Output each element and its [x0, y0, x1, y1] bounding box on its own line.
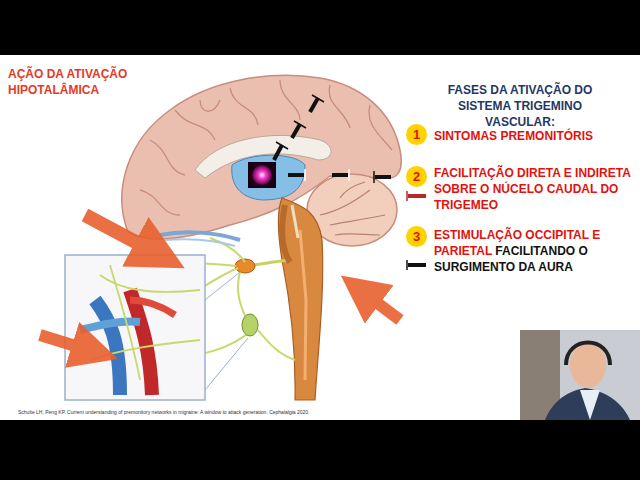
- inhibition-arrows: [292, 124, 300, 138]
- inset-box: [95, 300, 120, 395]
- inhibition-arrows: [310, 98, 318, 112]
- cerebellum: [320, 182, 385, 235]
- blood-vessel: [160, 232, 240, 246]
- inhibition-arrows: [274, 145, 282, 160]
- hypothalamus-glow: [248, 162, 276, 188]
- hypothalamus-glow: [252, 165, 272, 185]
- webcam-view: [545, 388, 630, 420]
- callout-number: 1: [413, 128, 420, 141]
- red-arrow-icon: [408, 194, 426, 198]
- callout-number: 2: [413, 170, 420, 183]
- hypothalamus-glow: [248, 162, 276, 188]
- big-arrows: [40, 335, 95, 352]
- brainstem: [300, 230, 306, 380]
- red-arrow-icon: [407, 191, 426, 201]
- inset-box: [80, 322, 140, 330]
- slide-title: FASES DA ATIVAÇÃO DO SISTEMA TRIGEMINO V…: [422, 82, 618, 130]
- trigeminal-nerves: [282, 205, 290, 262]
- inset-box: [65, 255, 205, 400]
- inset-leader: [205, 272, 248, 390]
- trigeminal-nerves: [292, 205, 298, 238]
- black-arrow-icon: [407, 260, 426, 270]
- citation: Schulte LH, Peng KP. Current understandi…: [18, 409, 498, 415]
- brainstem: [278, 198, 323, 400]
- inset-box: [90, 265, 200, 380]
- trigeminal-nerves: [258, 330, 295, 360]
- trigeminal-nerves: [242, 314, 258, 336]
- inset-leader: [205, 272, 248, 390]
- ventricle: [232, 155, 305, 200]
- callout-circle: 1: [406, 124, 427, 145]
- big-arrows: [85, 215, 160, 255]
- blood-vessel: [165, 239, 235, 246]
- phase-text: FACILITAÇÃO DIRETA E INDIRETA SOBRE O NÚ…: [434, 165, 632, 213]
- webcam-view: [520, 330, 640, 420]
- inhibition-arrows: [288, 173, 304, 177]
- black-arrow-icon: [406, 260, 408, 270]
- big-arrows: [360, 290, 400, 320]
- inhibition-arrows: [274, 95, 391, 183]
- webcam-view: [580, 390, 600, 420]
- webcam-view: [570, 342, 606, 388]
- inset-box: [65, 255, 205, 400]
- inhibition-arrows: [375, 175, 391, 179]
- callout-circle: 2: [406, 166, 427, 187]
- ventricle: [232, 155, 305, 200]
- red-arrow-icon: [406, 191, 408, 201]
- webcam-view: [566, 343, 610, 366]
- phase-text: SINTOMAS PREMONITÓRIS: [434, 128, 634, 144]
- inhibition-arrows: [312, 95, 324, 102]
- inset-box: [130, 300, 175, 315]
- webcam-view: [520, 330, 640, 420]
- callout-number: 3: [413, 230, 420, 243]
- inhibition-arrows: [276, 142, 288, 149]
- inhibition-arrows: [373, 171, 375, 183]
- inhibition-arrows: [294, 121, 306, 128]
- inhibition-arrows: [348, 169, 350, 181]
- phase-text-block: ESTIMULAÇÃO OCCIPITAL E PARIETAL FACILIT…: [434, 227, 634, 275]
- brainstem: [278, 198, 323, 400]
- section-heading: AÇÃO DA ATIVAÇÃO HIPOTALÂMICA: [8, 66, 158, 98]
- inhibition-arrows: [304, 169, 306, 181]
- callout-circle: 3: [406, 226, 427, 247]
- black-arrow-icon: [408, 263, 426, 267]
- inhibition-arrows: [332, 173, 348, 177]
- big-arrows: [40, 215, 400, 352]
